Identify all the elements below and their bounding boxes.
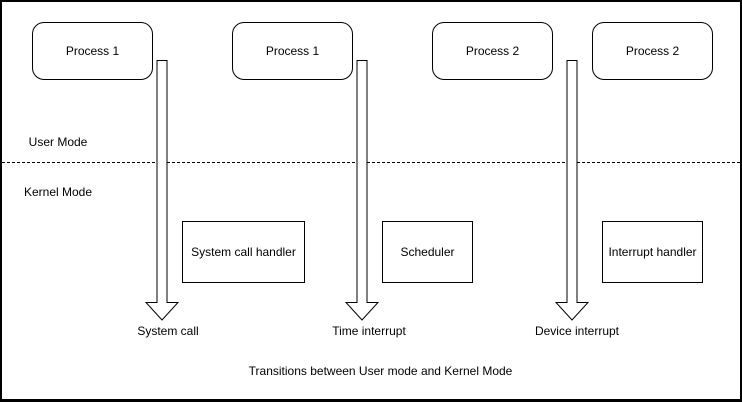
system-call-handler-label: System call handler bbox=[191, 245, 296, 259]
device-interrupt-arrow-icon bbox=[555, 60, 589, 321]
process-box-2-label: Process 1 bbox=[265, 44, 320, 58]
process-box-3-label: Process 2 bbox=[465, 44, 520, 58]
system-call-arrow-icon bbox=[145, 60, 179, 321]
diagram-caption: Transitions between User mode and Kernel… bbox=[248, 364, 513, 378]
device-interrupt-arrow-label: Device interrupt bbox=[534, 324, 620, 338]
kernel-mode-label: Kernel Mode bbox=[23, 185, 93, 199]
system-call-arrow-label: System call bbox=[137, 324, 199, 338]
process-box-2: Process 1 bbox=[232, 22, 353, 80]
interrupt-handler-label: Interrupt handler bbox=[608, 245, 697, 259]
user-mode-label: User Mode bbox=[28, 135, 88, 149]
process-box-3: Process 2 bbox=[432, 22, 553, 80]
interrupt-handler-box: Interrupt handler bbox=[602, 221, 703, 283]
system-call-handler-box: System call handler bbox=[182, 221, 305, 283]
scheduler-label: Scheduler bbox=[400, 245, 455, 259]
process-box-1-label: Process 1 bbox=[65, 44, 120, 58]
process-box-4-label: Process 2 bbox=[625, 44, 680, 58]
process-box-1: Process 1 bbox=[32, 22, 153, 80]
scheduler-box: Scheduler bbox=[382, 221, 473, 283]
process-box-4: Process 2 bbox=[592, 22, 713, 80]
time-interrupt-arrow-icon bbox=[345, 60, 379, 321]
mode-divider-dashed-line bbox=[2, 162, 740, 163]
time-interrupt-arrow-label: Time interrupt bbox=[332, 324, 406, 338]
